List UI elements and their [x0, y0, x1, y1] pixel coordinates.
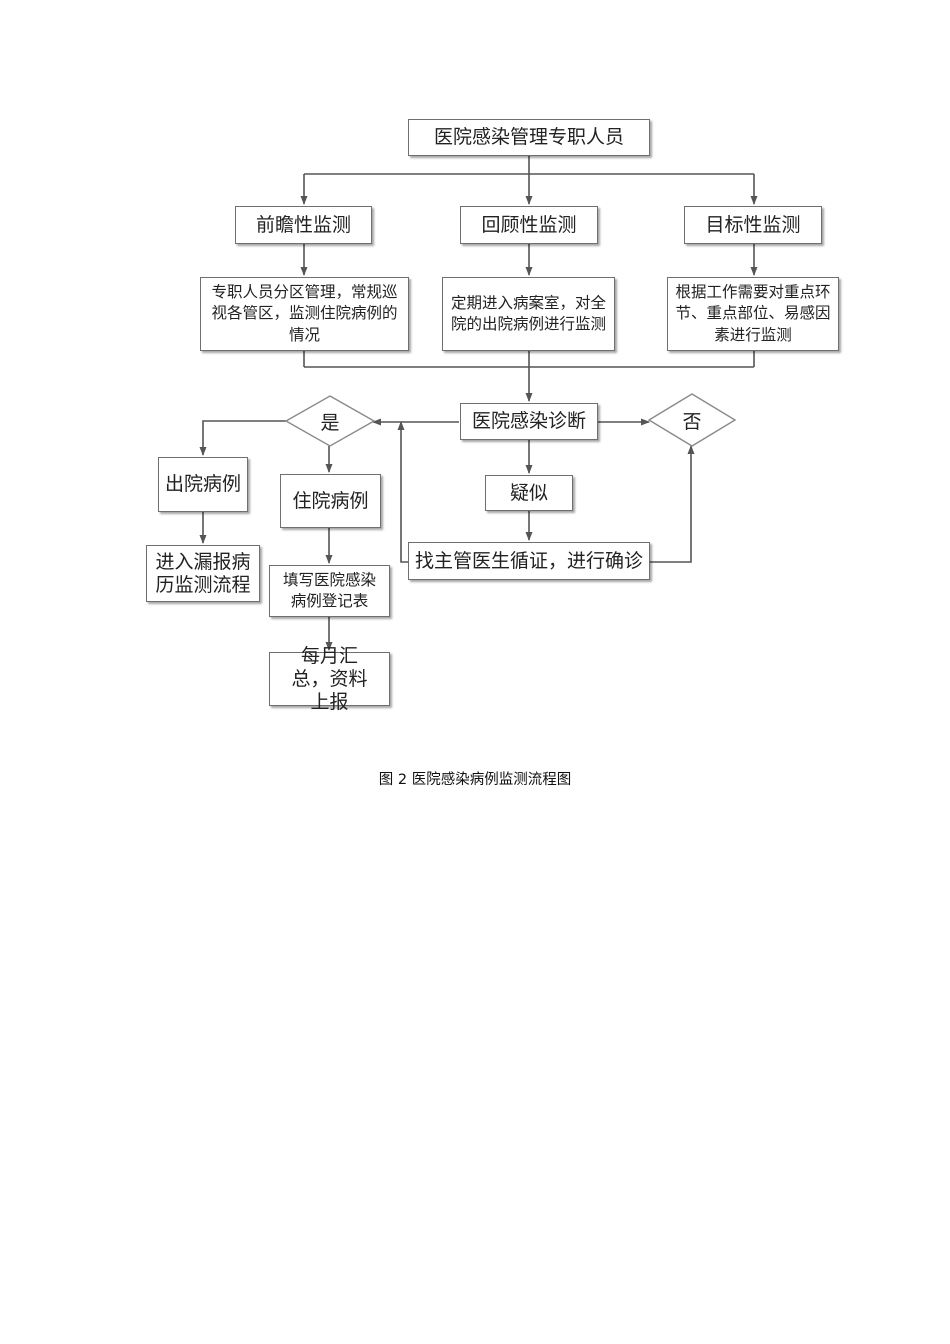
- prospective-detail-node: 专职人员分区管理，常规巡视各管区，监测住院病例的情况: [200, 277, 409, 351]
- retrospective-detail-node: 定期进入病案室，对全院的出院病例进行监测: [442, 277, 615, 351]
- confirm-node: 找主管医生循证，进行确诊: [408, 542, 650, 580]
- yes-label: 是: [320, 411, 340, 434]
- diagnosis-node: 医院感染诊断: [460, 403, 598, 440]
- target-detail-node: 根据工作需要对重点环节、重点部位、易感因素进行监测: [667, 277, 839, 351]
- arrow-to-discharged: [199, 420, 286, 456]
- top-node: 医院感染管理专职人员: [408, 119, 650, 156]
- retrospective-node: 回顾性监测: [460, 206, 598, 244]
- register-node: 填写医院感染病例登记表: [269, 565, 390, 617]
- suspected-node: 疑似: [485, 475, 573, 511]
- target-node: 目标性监测: [684, 206, 822, 244]
- figure-caption: 图 2 医院感染病例监测流程图: [378, 772, 572, 788]
- no-diamond: [647, 393, 737, 447]
- yes-diamond: [284, 395, 376, 447]
- missed-report-node: 进入漏报病历监测流程: [146, 545, 260, 602]
- no-label: 否: [682, 410, 702, 433]
- inpatient-node: 住院病例: [280, 474, 381, 528]
- arrow-confirm-back-to-diagnosis: [397, 421, 408, 563]
- monthly-node: 每月汇总，资料上报: [269, 645, 390, 713]
- discharged-node: 出院病例: [158, 457, 248, 512]
- arrow-confirm-to-no: [650, 445, 695, 563]
- prospective-node: 前瞻性监测: [235, 206, 372, 244]
